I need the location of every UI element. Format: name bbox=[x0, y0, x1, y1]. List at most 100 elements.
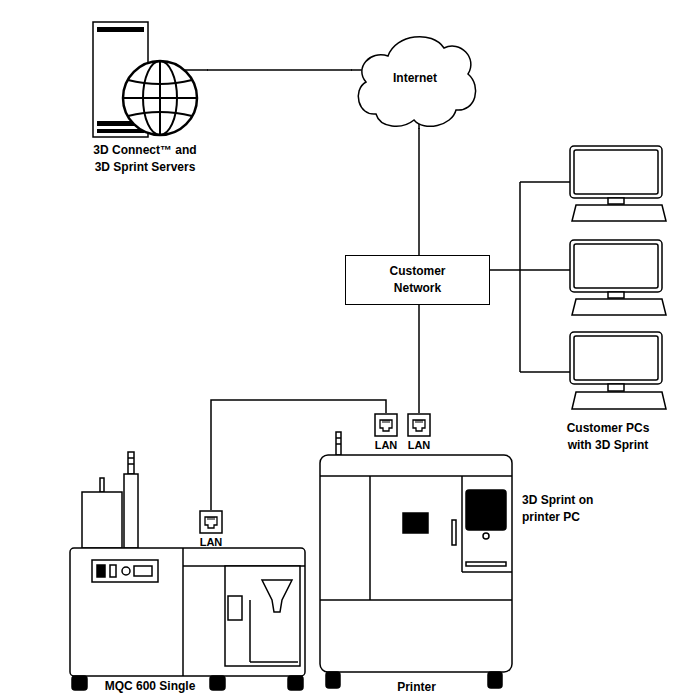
mqc-illustration bbox=[70, 452, 305, 690]
port-label: LAN bbox=[372, 439, 400, 451]
printer-illustration bbox=[462, 571, 512, 573]
monitor-icon bbox=[570, 146, 662, 198]
server-icon bbox=[97, 129, 144, 133]
mqc-illustration bbox=[100, 478, 104, 492]
monitor-icon bbox=[572, 205, 666, 221]
monitor-icon bbox=[570, 240, 662, 292]
node-label: 3D Connect™ and 3D Sprint Servers bbox=[88, 142, 202, 176]
server-icon bbox=[123, 97, 197, 99]
lan-port-frame bbox=[375, 414, 397, 436]
mqc-illustration bbox=[128, 457, 134, 459]
server-icon bbox=[184, 69, 208, 71]
server-icon bbox=[93, 22, 208, 137]
printer-illustration bbox=[403, 513, 428, 533]
pc-bus-wires bbox=[520, 181, 570, 183]
port-label: LAN bbox=[197, 536, 225, 548]
rj45-symbol bbox=[380, 420, 392, 431]
mqc-unit: MQC 600 SingleLAN bbox=[70, 548, 306, 695]
annotation-label: 3D Sprint on printer PC bbox=[522, 492, 617, 526]
mqc-illustration bbox=[250, 661, 298, 663]
printer-illustration bbox=[336, 437, 341, 439]
monitor-icon bbox=[572, 299, 666, 315]
printer-illustration bbox=[461, 476, 463, 572]
pc-bus-wires bbox=[520, 182, 570, 372]
printer-illustration bbox=[483, 533, 489, 539]
mqc-illustration bbox=[249, 600, 251, 662]
printer-illustration bbox=[320, 599, 512, 601]
mqc-illustration bbox=[82, 492, 122, 548]
printer-illustration bbox=[336, 443, 341, 445]
pc-bus-wires bbox=[519, 182, 521, 372]
printer-illustration bbox=[369, 476, 371, 600]
node-label: Printer bbox=[320, 679, 513, 696]
monitor-icon bbox=[570, 332, 666, 409]
rj45-symbol bbox=[413, 420, 425, 431]
node-label: MQC 600 Single bbox=[90, 678, 210, 695]
network-box: Customer Network bbox=[345, 255, 490, 305]
printer-illustration bbox=[320, 432, 512, 688]
lan-port-frame bbox=[408, 414, 430, 436]
rj45-pins bbox=[208, 517, 214, 520]
monitor-icon bbox=[570, 240, 666, 315]
printer-illustration bbox=[488, 672, 502, 688]
mqc-illustration bbox=[128, 452, 134, 474]
mqc-illustration bbox=[97, 565, 105, 577]
monitor-icon bbox=[574, 336, 658, 380]
lan-port: LAN bbox=[405, 413, 433, 451]
mqc-illustration bbox=[210, 676, 225, 690]
printer-illustration bbox=[336, 432, 341, 455]
mqc-illustration bbox=[134, 566, 152, 576]
printer-illustration bbox=[466, 562, 506, 566]
monitor-icon bbox=[572, 392, 666, 409]
mqc-illustration bbox=[262, 580, 292, 612]
pc-bus-wires bbox=[520, 371, 570, 373]
node-label: Customer Network bbox=[372, 263, 464, 297]
rj45-pins bbox=[416, 420, 422, 423]
lan-port: LAN bbox=[372, 413, 400, 451]
mqc-illustration bbox=[124, 474, 138, 548]
printer-illustration bbox=[466, 490, 506, 530]
printer-illustration bbox=[320, 455, 512, 672]
network-cable bbox=[418, 128, 420, 255]
monitor-icon bbox=[608, 384, 624, 391]
server-icon bbox=[97, 27, 144, 32]
node-label: Customer PCs with 3D Sprint bbox=[558, 420, 658, 454]
server-icon bbox=[123, 61, 197, 135]
mqc-illustration bbox=[92, 560, 158, 582]
monitor-icon bbox=[570, 332, 662, 384]
mqc-illustration bbox=[225, 566, 300, 666]
mqc-illustration bbox=[122, 567, 130, 575]
mqc-illustration bbox=[128, 463, 134, 465]
cloud-node: Internet bbox=[352, 28, 478, 128]
monitor-icon bbox=[608, 198, 624, 204]
monitor-icon bbox=[574, 244, 658, 288]
mqc-illustration bbox=[110, 565, 116, 577]
mqc-illustration bbox=[70, 548, 305, 676]
server-icon bbox=[128, 80, 192, 84]
lan-port-icon bbox=[407, 413, 431, 437]
network-cable bbox=[418, 305, 420, 413]
rj45-pins bbox=[383, 420, 389, 423]
monitor-icon bbox=[608, 292, 624, 298]
node-label: Internet bbox=[352, 70, 478, 87]
connector-layer bbox=[207, 70, 520, 510]
monitor-icon bbox=[574, 150, 658, 194]
label-holder: 3D Sprint on printer PC bbox=[522, 492, 617, 526]
lan-port-frame bbox=[200, 511, 222, 533]
mqc-illustration bbox=[228, 596, 242, 620]
pc-group: Customer PCs with 3D Sprint bbox=[520, 145, 670, 454]
printer-unit: PrinterLANLAN bbox=[320, 455, 513, 695]
server-node: 3D Connect™ and 3D Sprint Servers bbox=[83, 22, 207, 176]
cloud-shape bbox=[351, 69, 362, 71]
lan-port-icon bbox=[199, 510, 223, 534]
network-cable bbox=[211, 400, 386, 510]
printer-illustration bbox=[320, 475, 512, 477]
server-icon bbox=[128, 112, 192, 116]
lan-port: LAN bbox=[197, 510, 225, 548]
mqc-illustration bbox=[72, 676, 87, 690]
port-label: LAN bbox=[405, 439, 433, 451]
monitor-icon bbox=[570, 146, 666, 221]
network-cable bbox=[207, 69, 352, 71]
